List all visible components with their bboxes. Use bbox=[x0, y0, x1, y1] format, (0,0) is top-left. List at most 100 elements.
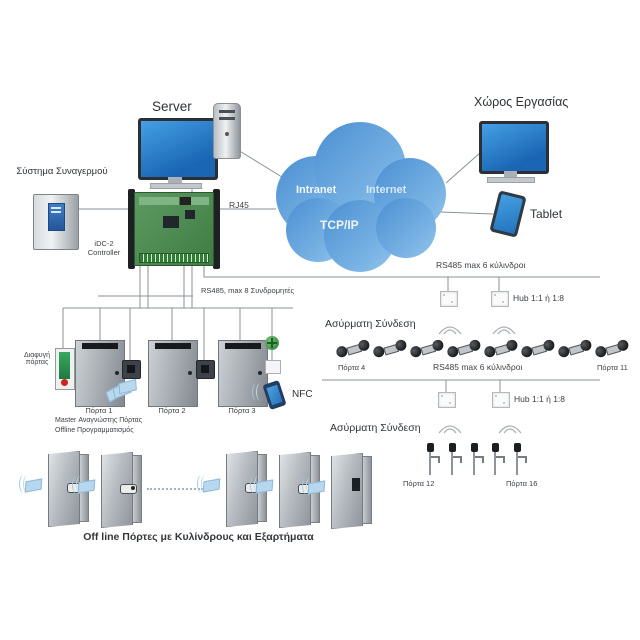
nfc-waves-icon bbox=[252, 383, 262, 401]
door-3-knob bbox=[258, 371, 262, 375]
handle-icon bbox=[425, 443, 441, 475]
hub-icon-1b bbox=[491, 291, 509, 307]
wireless-label-2: Ασύρματη Σύνδεση bbox=[330, 422, 421, 434]
offline-door-icon bbox=[72, 452, 142, 528]
offline-caption: Off line Πόρτες με Κυλίνδρους και Εξαρτή… bbox=[83, 531, 314, 543]
cylinder-icon bbox=[593, 337, 630, 362]
wifi-arc-icon-1a bbox=[436, 320, 464, 336]
controller-terminal-strip bbox=[139, 253, 209, 263]
door-2-sensor bbox=[154, 343, 192, 349]
controller-chip-2 bbox=[184, 210, 195, 220]
door-bus-label: RS485, max 8 Συνδρομητές bbox=[199, 286, 297, 295]
cylinder-icon bbox=[519, 337, 556, 362]
cylinder-mid-label: RS485 max 6 κύλινδροι bbox=[433, 362, 523, 372]
wifi-arc-icon-2b bbox=[496, 419, 524, 435]
server-tower-icon bbox=[213, 103, 241, 159]
server-screen bbox=[141, 121, 215, 177]
handle-icon bbox=[490, 443, 506, 475]
server-monitor-stand bbox=[168, 177, 182, 183]
keycard-icon bbox=[255, 479, 274, 494]
handle-icon bbox=[469, 443, 485, 475]
door-1-knob bbox=[115, 371, 119, 375]
workspace-monitor-stand bbox=[504, 171, 517, 177]
wifi-arc-icon-1b bbox=[490, 320, 518, 336]
door-2-icon bbox=[148, 340, 198, 407]
keycard-icon bbox=[202, 478, 221, 493]
wireless-node-icon bbox=[265, 336, 279, 350]
exit-button-body bbox=[59, 352, 70, 379]
card-waves-icon bbox=[302, 477, 312, 495]
workspace-screen bbox=[482, 124, 546, 171]
controller-board-icon bbox=[128, 189, 220, 269]
handle-icon bbox=[447, 443, 463, 475]
door-4-label: Πόρτα 4 bbox=[338, 363, 366, 372]
door-1-subtitle: Master Αναγνώστης Πόρτας bbox=[55, 417, 143, 424]
cylinder-icon bbox=[371, 337, 408, 362]
card-waves-icon bbox=[197, 475, 207, 493]
controller-chip bbox=[163, 216, 180, 229]
relay-box-icon bbox=[265, 360, 281, 374]
door-1-subtitle-2: Offline Προγραμματισμός bbox=[55, 427, 134, 434]
offline-door-keypad-icon bbox=[302, 453, 372, 529]
door-2-knob bbox=[188, 371, 192, 375]
cylinder-icon bbox=[408, 337, 445, 362]
exit-button-icon bbox=[55, 348, 75, 390]
nfc-label: NFC bbox=[292, 389, 313, 400]
wireless-label-1: Ασύρματη Σύνδεση bbox=[325, 318, 416, 330]
handle-icon bbox=[512, 443, 528, 475]
dotted-link bbox=[147, 488, 203, 490]
server-monitor-base bbox=[150, 183, 202, 189]
card-waves-icon bbox=[250, 476, 260, 494]
door-1-sensor bbox=[81, 343, 119, 349]
workspace-monitor-icon bbox=[479, 121, 549, 174]
cylinder-icon bbox=[556, 337, 593, 362]
card-reader-2-icon bbox=[196, 360, 215, 379]
controller-pcb bbox=[134, 192, 214, 266]
door-12-label: Πόρτα 12 bbox=[403, 479, 435, 488]
wifi-arc-icon-2a bbox=[436, 419, 464, 435]
keycard-icon bbox=[307, 480, 326, 495]
controller-bracket-right bbox=[213, 189, 220, 269]
exit-button-red bbox=[61, 379, 68, 386]
tablet-label: Tablet bbox=[530, 207, 563, 221]
door-3-label: Πόρτα 3 bbox=[228, 406, 256, 415]
alarm-system-label: Σύστημα Συναγερμού bbox=[16, 166, 108, 177]
hub-icon-2b bbox=[492, 392, 510, 408]
door-2-label: Πόρτα 2 bbox=[158, 406, 186, 415]
hub-label-2: Hub 1:1 ή 1:8 bbox=[514, 394, 566, 404]
door-16-label: Πόρτα 16 bbox=[506, 479, 538, 488]
alarm-panel bbox=[48, 203, 65, 231]
workspace-monitor-base bbox=[487, 177, 535, 183]
server-monitor-icon bbox=[138, 118, 218, 180]
workspace-label: Χώρος Εργασίας bbox=[474, 95, 569, 109]
hub-label-1: Hub 1:1 ή 1:8 bbox=[513, 293, 565, 303]
server-label: Server bbox=[152, 99, 192, 114]
cylinder-icon bbox=[445, 337, 482, 362]
tablet-icon bbox=[489, 190, 527, 238]
cloud-internet-label: Internet bbox=[366, 184, 407, 196]
rj45-label: RJ45 bbox=[229, 200, 249, 210]
controller-top-components bbox=[139, 197, 209, 205]
hub-icon-1a bbox=[440, 291, 458, 307]
door-3-sensor bbox=[224, 343, 262, 349]
cloud-icon bbox=[276, 122, 446, 272]
cylinder-bus-label: RS485 max 6 κύλινδροι bbox=[436, 260, 526, 270]
cloud-intranet-label: Intranet bbox=[296, 184, 337, 196]
card-waves-icon bbox=[19, 475, 29, 493]
door-11-label: Πόρτα 11 bbox=[597, 363, 628, 372]
cloud-protocol-label: TCP/IP bbox=[320, 218, 359, 232]
card-reader-1-icon bbox=[122, 360, 141, 379]
card-waves-icon bbox=[72, 476, 82, 494]
exit-door-label: Διαφυγή πόρτας bbox=[23, 352, 51, 366]
keycard-icon bbox=[77, 479, 96, 494]
alarm-box-icon bbox=[33, 194, 79, 250]
controller-bracket-left bbox=[128, 189, 135, 269]
keycard-hand-icon bbox=[105, 378, 137, 403]
cylinder-icon bbox=[334, 337, 371, 362]
door-1-label: Πόρτα 1 bbox=[85, 406, 113, 415]
keycard-icon bbox=[24, 478, 43, 493]
hub-icon-2a bbox=[438, 392, 456, 408]
cylinder-icon bbox=[482, 337, 519, 362]
controller-label: iDC-2 Controller bbox=[87, 239, 121, 257]
